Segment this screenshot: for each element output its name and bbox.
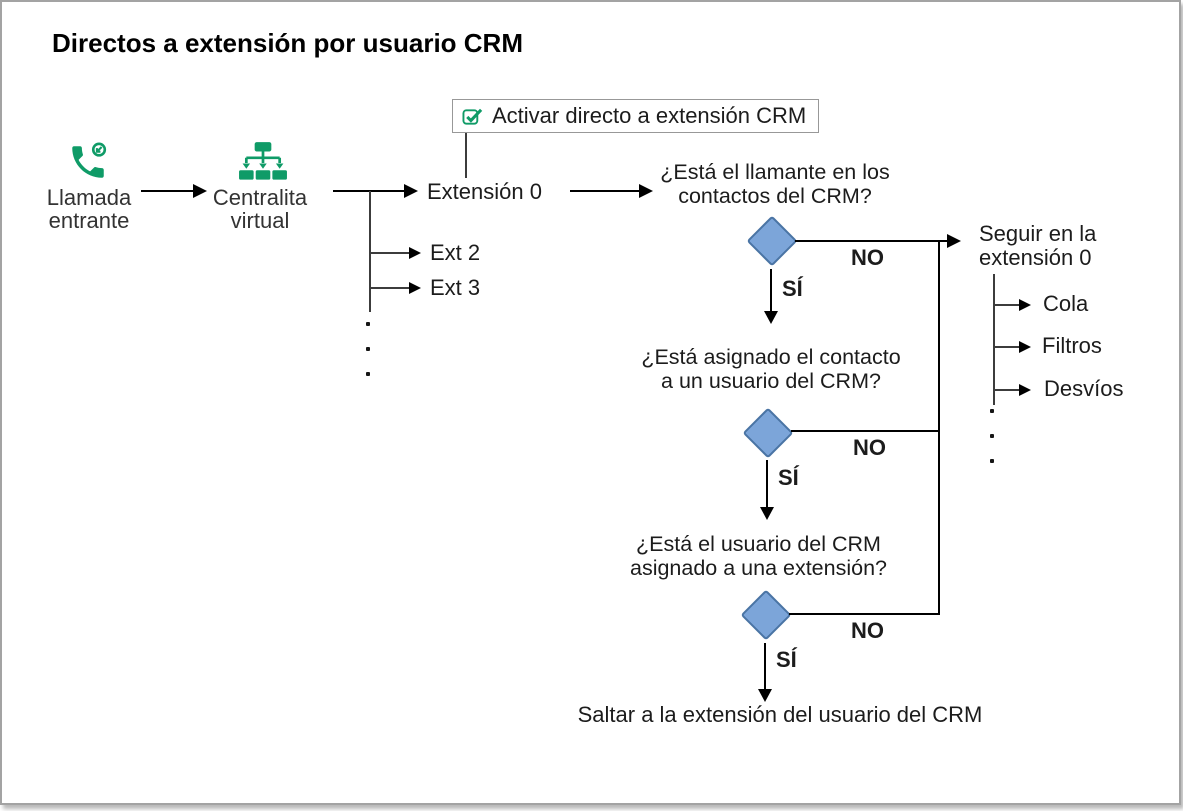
question-1: ¿Está el llamante en los contactos del C… — [660, 160, 890, 208]
connector-filtros — [994, 346, 1020, 348]
no-branch-line-2 — [791, 430, 939, 432]
no-label-1: NO — [851, 245, 884, 270]
arrowhead-icon — [1019, 384, 1031, 396]
arrowhead-icon — [764, 311, 778, 324]
cola-label: Cola — [1043, 291, 1089, 316]
no-branch-line-3 — [789, 613, 939, 615]
no-label-3: NO — [851, 618, 884, 643]
connector-ext3 — [370, 287, 410, 289]
no-label-2: NO — [853, 435, 886, 460]
arrowhead-icon — [1019, 341, 1031, 353]
arrowhead-icon — [760, 507, 774, 520]
connector-ext2 — [370, 252, 410, 254]
extension-0-label: Extensión 0 — [427, 179, 542, 204]
yes-branch-line-2 — [766, 460, 768, 507]
incoming-call-icon — [65, 141, 111, 188]
yes-label-3: SÍ — [776, 647, 797, 672]
arrowhead-icon — [639, 184, 653, 198]
sitemap-icon — [238, 141, 288, 190]
connector-ext0-q1 — [570, 190, 640, 192]
connector-desvios — [994, 389, 1020, 391]
extension-3-label: Ext 3 — [430, 275, 481, 300]
no-result-label: Seguir en la extensión 0 — [979, 221, 1097, 270]
extension-2-label: Ext 2 — [430, 240, 481, 265]
toggle-stem-line — [465, 133, 467, 178]
question-2: ¿Está asignado el contacto a un usuario … — [641, 345, 901, 393]
no-rail-line — [938, 240, 940, 615]
crm-toggle-label: Activar directo a extensión CRM — [492, 103, 807, 128]
checked-checkbox-icon — [462, 106, 484, 127]
no-branch-line-1 — [795, 240, 947, 242]
decision-diamond-3 — [740, 589, 792, 641]
continuation-dots — [990, 409, 994, 463]
connector-start-pbx — [141, 190, 195, 192]
arrowhead-icon — [409, 282, 421, 294]
start-node-label: Llamada entrante — [46, 185, 132, 233]
extension-branch-trunk — [369, 191, 371, 312]
arrowhead-icon — [758, 689, 772, 702]
arrowhead-icon — [1019, 299, 1031, 311]
pbx-node-label: Centralita virtual — [212, 185, 308, 233]
arrowhead-icon — [947, 234, 961, 248]
arrowhead-icon — [193, 184, 207, 198]
yes-branch-line-1 — [770, 269, 772, 311]
yes-label-1: SÍ — [782, 276, 803, 301]
decision-diamond-1 — [746, 215, 798, 267]
filtros-label: Filtros — [1042, 333, 1102, 358]
question-3: ¿Está el usuario del CRM asignado a una … — [629, 532, 887, 580]
arrowhead-icon — [409, 247, 421, 259]
yes-branch-line-3 — [764, 643, 766, 689]
yes-label-2: SÍ — [778, 465, 799, 490]
continuation-dots — [366, 322, 370, 376]
connector-cola — [994, 304, 1020, 306]
arrowhead-icon — [404, 184, 418, 198]
page-title: Directos a extensión por usuario CRM — [52, 28, 523, 58]
yes-result-label: Saltar a la extensión del usuario del CR… — [577, 702, 983, 727]
crm-toggle-box: Activar directo a extensión CRM — [452, 99, 820, 133]
desvios-label: Desvíos — [1044, 376, 1124, 401]
no-result-trunk — [993, 274, 995, 405]
decision-diamond-2 — [742, 407, 794, 459]
